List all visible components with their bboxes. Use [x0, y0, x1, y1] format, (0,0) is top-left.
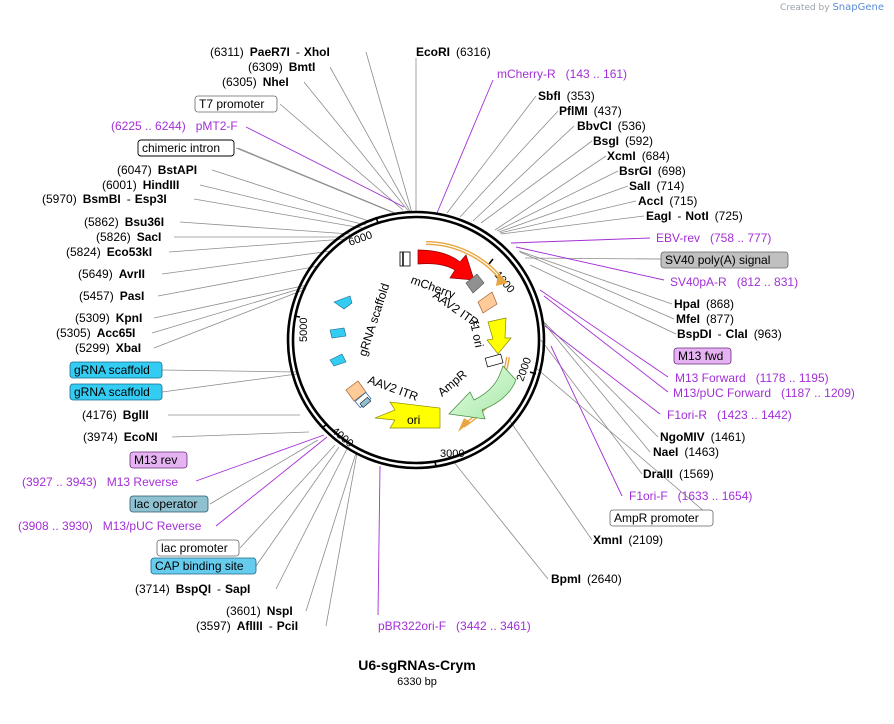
feature-box-m13-fwd: M13 fwd [673, 347, 732, 365]
tick-2000: 2000 [515, 356, 535, 383]
enzyme-kpni: (5309)KpnI [75, 311, 142, 325]
feature-box-grna-scaffold-2: gRNA scaffold [69, 383, 163, 401]
primer-m13-reverse: (3927 .. 3943)M13 Reverse [22, 475, 178, 489]
feature-label-ampr: AmpR [435, 367, 470, 399]
svg-text:CAP binding site: CAP binding site [155, 559, 244, 573]
feature-box-lac-promoter: lac promoter [156, 539, 240, 557]
lac-cluster [354, 391, 372, 409]
svg-text:T7 promoter: T7 promoter [199, 97, 264, 111]
snapgene-logo-icon: SnapGene [832, 2, 884, 13]
primer-f1ori-f: F1ori-F(1633 .. 1654) [629, 489, 752, 503]
enzyme-pasi: (5457)PasI [79, 289, 144, 303]
feature-label-ori: ori [407, 413, 420, 427]
ori-arrow [374, 401, 441, 429]
enzyme-saci: (5826)SacI [96, 230, 161, 244]
enzyme-bbvci: BbvCI(536) [577, 119, 646, 133]
feature-label-grna-scaffold: gRNA scaffold [356, 281, 393, 357]
plasmid-title: U6-sgRNAs-Crym [358, 657, 475, 673]
svg-text:lac promoter: lac promoter [161, 541, 228, 555]
plasmid-size: 6330 bp [397, 676, 437, 688]
primer-m13-forward: M13 Forward(1178 .. 1195) [675, 371, 829, 385]
enzyme-hindiii: (6001)HindIII [102, 178, 179, 192]
feature-box-grna-scaffold-1: gRNA scaffold [69, 361, 163, 379]
enzyme-bsgi: BsgI(592) [593, 134, 653, 148]
feature-label-aav2-itr-2: AAV2 ITR [366, 373, 420, 404]
enzyme-bsu36i: (5862)Bsu36I [84, 215, 164, 229]
svg-text:chimeric intron: chimeric intron [142, 141, 220, 155]
enzyme-sbfi: SbfI(353) [538, 89, 595, 103]
enzyme-ngomiv: NgoMIV(1461) [660, 430, 745, 444]
tick-5000: 5000 [298, 318, 310, 342]
enzyme-xmni: XmnI(2109) [593, 533, 663, 547]
enzyme-bsmbi: (5970)BsmBI-Esp3I [42, 192, 167, 206]
feature-box-cap-binding-site: CAP binding site [150, 557, 257, 575]
svg-text:lac operator: lac operator [134, 497, 197, 511]
enzyme-bspqi: (3714)BspQI-SapI [135, 582, 250, 596]
enzyme-bpmi: BpmI(2640) [551, 572, 622, 586]
feature-box-ampr-promoter: AmpR promoter [609, 509, 714, 527]
grna-scaffold-arrow-1 [333, 295, 353, 310]
enzyme-acc65i: (5305)Acc65I [56, 326, 135, 340]
tick-6000: 6000 [347, 229, 374, 249]
svg-text:AmpR promoter: AmpR promoter [614, 511, 699, 525]
enzyme-xbai: (5299)XbaI [75, 341, 141, 355]
primer-f1ori-r: F1ori-R(1423 .. 1442) [667, 408, 792, 422]
primer-pmt2-f: (6225 .. 6244)pMT2-F [111, 119, 238, 133]
enzyme-pflmi: PflMI(437) [559, 104, 622, 118]
aav2-itr-right [477, 291, 498, 314]
enzyme-draiii: DraIII(1569) [643, 467, 714, 481]
svg-text:gRNA scaffold: gRNA scaffold [74, 385, 150, 399]
enzyme-bmti: (6309)BmtI [248, 60, 315, 74]
primer-m13-puc-reverse: (3908 .. 3930)M13/pUC Reverse [18, 519, 202, 533]
grna-scaffold-arrow-3 [329, 353, 347, 367]
f1-ori-arrow [486, 317, 512, 355]
feature-box-chimeric-intron: chimeric intron [137, 139, 235, 157]
enzyme-mfei: MfeI(877) [676, 312, 734, 326]
mcherry-arrow [417, 249, 475, 281]
svg-text:SV40 poly(A) signal: SV40 poly(A) signal [665, 253, 770, 267]
feature-box-sv40-polya-signal: SV40 poly(A) signal [660, 251, 789, 269]
aav2-itr-left [345, 380, 367, 402]
primer-mcherry-r: mCherry-R(143 .. 161) [497, 67, 627, 81]
primer-sv40pa-r: SV40pA-R(812 .. 831) [670, 275, 798, 289]
feature-label-f1-ori: f1 ori [467, 320, 486, 349]
enzyme-afliii: (3597)AflIII-PciI [196, 619, 298, 633]
feature-box-m13-rev: M13 rev [129, 451, 188, 469]
enzyme-bstapi: (6047)BstAPI [117, 163, 197, 177]
backbone-ring-outer [286, 210, 546, 470]
enzyme-bglii: (4176)BglII [82, 408, 149, 422]
svg-text:M13 rev: M13 rev [134, 453, 177, 467]
enzyme-bspdi: BspDI-ClaI(963) [677, 327, 782, 341]
enzyme-sali: SalI(714) [629, 179, 684, 193]
ampr-arrow [448, 365, 517, 420]
sv40-block [465, 273, 485, 294]
svg-text:gRNA scaffold: gRNA scaffold [74, 363, 150, 377]
primer-ebv-rev: EBV-rev(758 .. 777) [656, 231, 771, 245]
feature-box-t7-promoter: T7 promoter [194, 95, 278, 113]
enzyme-xcmi: XcmI(684) [607, 149, 670, 163]
enzyme-bsrgi: BsrGI(698) [619, 164, 686, 178]
snapgene-credit: Created by SnapGene [780, 2, 884, 13]
enzyme-nspi: (3601)NspI [226, 604, 293, 618]
enzyme-avrii: (5649)AvrII [78, 267, 145, 281]
enzyme-eagi: EagI-NotI(725) [646, 209, 743, 223]
enzyme-paer7i: (6311)PaeR7I-XhoI [210, 45, 330, 59]
backbone-ring-inner [291, 215, 541, 465]
enzyme-naei: NaeI(1463) [653, 445, 719, 459]
enzyme-nhei: (6305)NheI [222, 75, 289, 89]
grna-scaffold-arrow-2 [329, 327, 347, 339]
svg-text:M13 fwd: M13 fwd [678, 349, 723, 363]
enzyme-ecori: EcoRI(6316) [416, 45, 491, 59]
enzyme-acci: AccI(715) [638, 194, 697, 208]
enzyme-eco53ki: (5824)Eco53kI [66, 245, 152, 259]
feature-box-lac-operator: lac operator [129, 495, 209, 513]
primer-pbr322ori-f: pBR322ori-F(3442 .. 3461) [378, 619, 531, 633]
enzyme-hpai: HpaI(868) [674, 297, 734, 311]
enzyme-econi: (3974)EcoNI [83, 430, 158, 444]
primer-m13-puc-forward: M13/pUC Forward(1187 .. 1209) [673, 386, 855, 400]
tick-3000: 3000 [440, 448, 464, 460]
